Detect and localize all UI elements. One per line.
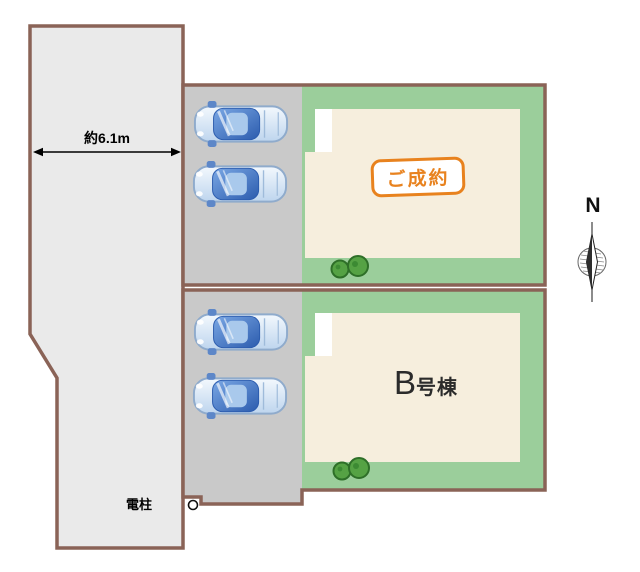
building-b-suffix: 号棟 <box>416 377 459 399</box>
north-label: N <box>585 194 601 217</box>
utility-pole-icon <box>187 499 199 511</box>
road-width-arrow <box>33 147 181 157</box>
lot-a-entrance <box>315 109 332 152</box>
tree-icon <box>332 457 370 481</box>
car-icon <box>192 159 288 209</box>
road <box>28 24 185 550</box>
car-icon <box>193 99 289 149</box>
lot-b-boundary <box>181 288 547 506</box>
lot-a-boundary <box>181 83 547 287</box>
road-width-label: 約6.1m <box>84 130 130 146</box>
lot-a <box>181 83 547 287</box>
tree-icon <box>330 255 369 279</box>
lot-b-entrance <box>315 313 332 356</box>
car-icon <box>192 371 288 421</box>
lot-b <box>181 288 547 506</box>
utility-pole-label: 電柱 <box>126 497 153 512</box>
car-icon <box>193 307 289 357</box>
building-b-letter: B <box>394 364 417 401</box>
north-compass-icon <box>577 222 607 302</box>
sold-status-badge: ご成約 <box>370 156 466 198</box>
lot-b-house <box>305 313 520 462</box>
